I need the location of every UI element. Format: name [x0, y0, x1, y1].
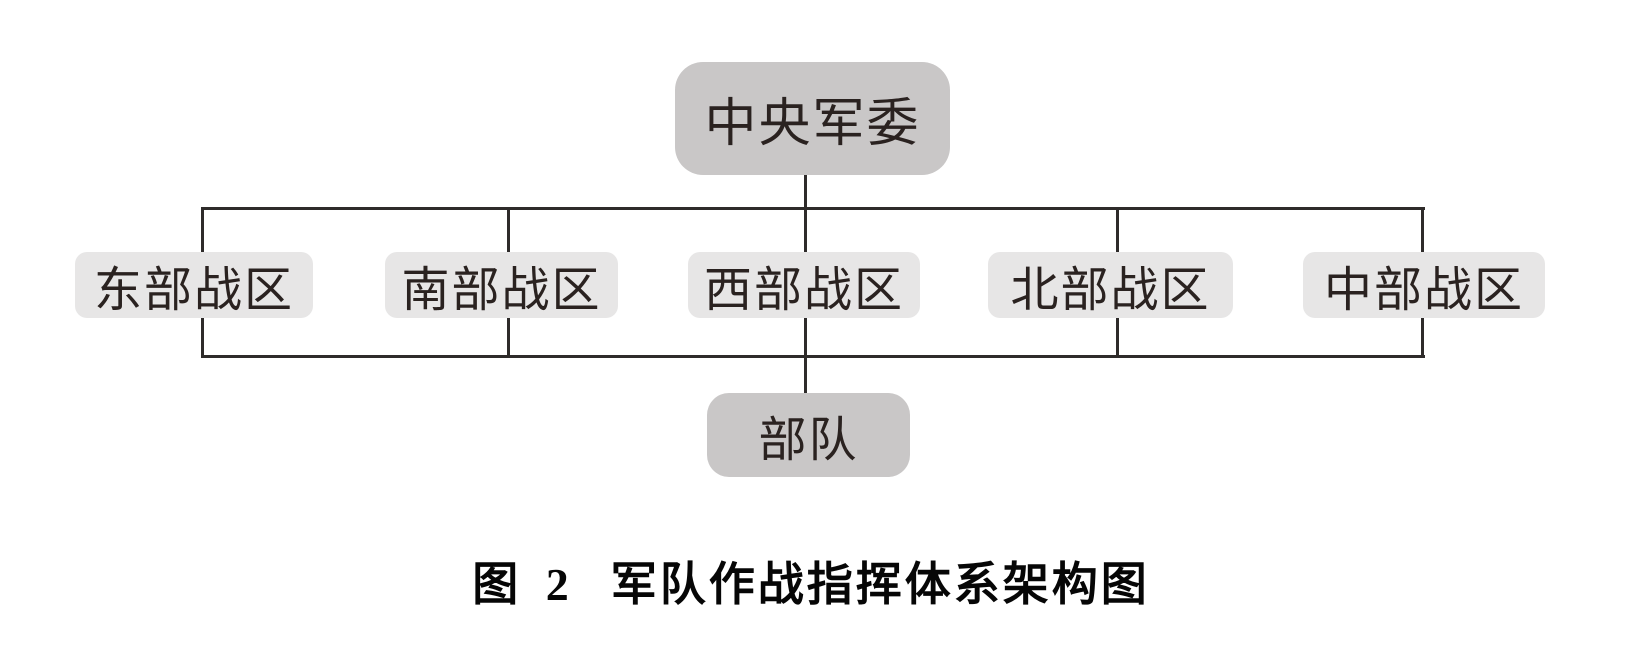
node-troops: 部队 [707, 393, 910, 477]
node-southern-theater: 南部战区 [385, 252, 618, 318]
node-label: 部队 [758, 414, 859, 467]
connector-bottom-horizontal [202, 355, 1425, 358]
node-northern-theater: 北部战区 [988, 252, 1233, 318]
figure-number: 图 2 [472, 559, 577, 610]
node-label: 西部战区 [703, 264, 904, 317]
node-label: 中央军委 [704, 96, 921, 153]
node-label: 北部战区 [1010, 264, 1211, 317]
node-label: 东部战区 [93, 264, 294, 317]
node-central-military-commission: 中央军委 [675, 62, 950, 175]
connector-top-horizontal [202, 207, 1425, 210]
figure-caption: 图 2 军队作战指挥体系架构图 [0, 548, 1622, 614]
node-label: 中部战区 [1323, 264, 1524, 317]
node-western-theater: 西部战区 [688, 252, 920, 318]
node-label: 南部战区 [401, 264, 602, 317]
node-eastern-theater: 东部战区 [75, 252, 313, 318]
node-central-theater: 中部战区 [1303, 252, 1545, 318]
figure-caption-text: 军队作战指挥体系架构图 [610, 558, 1150, 610]
